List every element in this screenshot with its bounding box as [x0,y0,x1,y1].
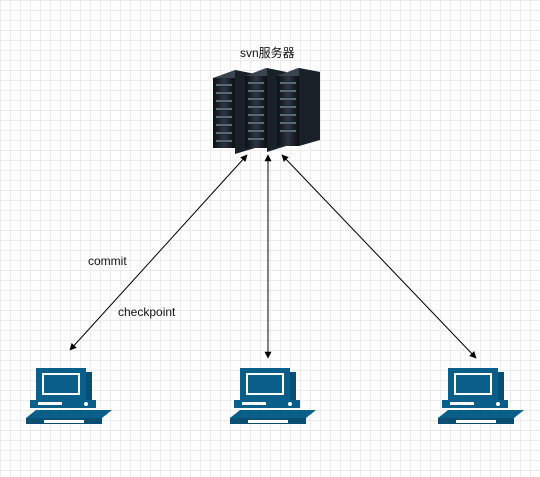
workstation-icon [26,368,112,424]
checkpoint-label: checkpoint [118,305,176,319]
server-rack-icon [213,68,320,154]
connector-left [69,154,248,351]
commit-label: commit [88,254,127,268]
server-title: svn服务器 [240,46,295,60]
workstation-icon [438,368,524,424]
connector-right [281,154,477,359]
workstation-icon [230,368,316,424]
